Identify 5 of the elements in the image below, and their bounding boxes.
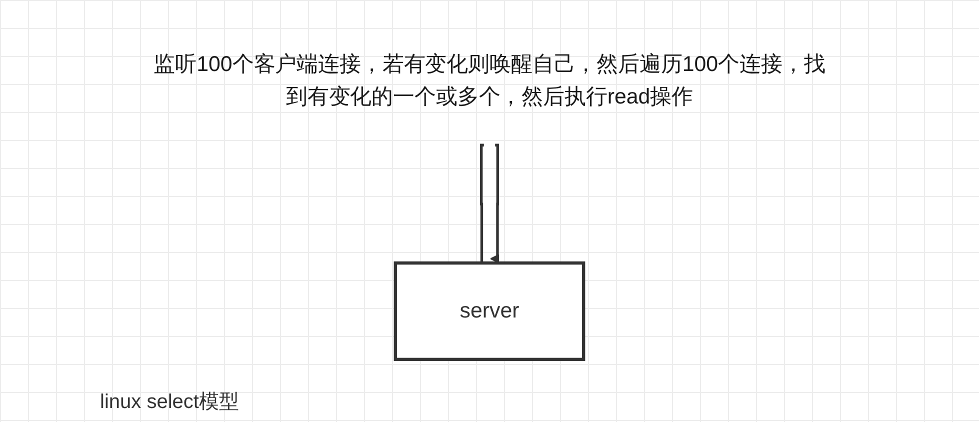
caption: linux select模型 (100, 390, 239, 415)
connector-line (480, 144, 485, 264)
arrow (490, 144, 500, 264)
annotation-text: 监听100个客户端连接，若有变化则唤醒自己，然后遍历100个连接，找到有变化的一个或多个，然后执行read操作 (154, 53, 826, 109)
process-box: server (394, 261, 586, 362)
